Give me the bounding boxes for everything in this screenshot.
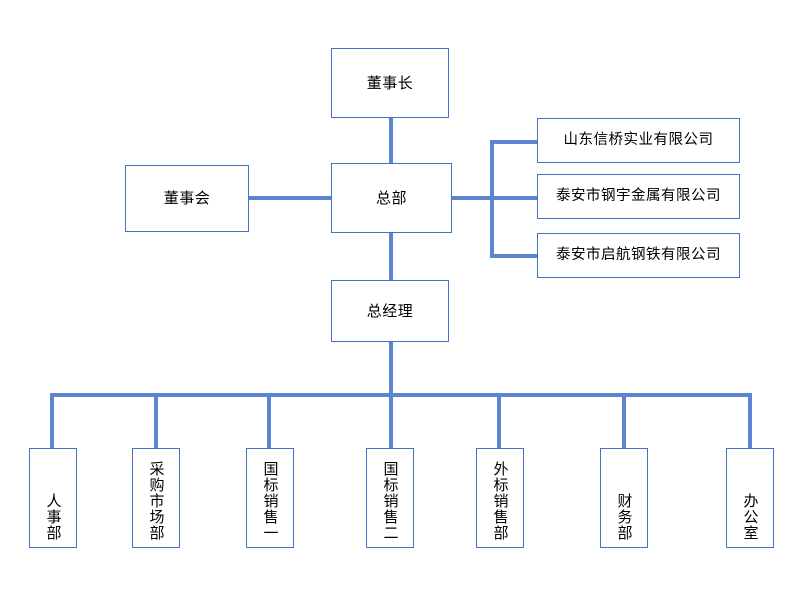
node-department-foreign-standard-sales[interactable]: 外标销售部 xyxy=(476,448,524,548)
node-department-office-label: 办公室 xyxy=(741,493,760,541)
node-department-foreign-standard-sales-label: 外标销售部 xyxy=(491,461,510,541)
node-department-hr-label: 人事部 xyxy=(44,493,63,541)
connector-department-drop-7 xyxy=(748,393,752,449)
node-department-procurement-marketing-label: 采购市场部 xyxy=(147,461,166,541)
connector-department-bus xyxy=(50,393,750,397)
connector-department-drop-5 xyxy=(497,393,501,449)
connector-subsidiary-3 xyxy=(490,254,540,258)
node-subsidiary-1-label: 山东信桥实业有限公司 xyxy=(563,131,714,148)
node-general-manager[interactable]: 总经理 xyxy=(331,280,449,342)
node-subsidiary-1[interactable]: 山东信桥实业有限公司 xyxy=(537,118,740,163)
node-subsidiary-3-label: 泰安市启航钢铁有限公司 xyxy=(556,246,721,263)
node-department-gb-sales-1[interactable]: 国标销售一 xyxy=(246,448,294,548)
node-department-procurement-marketing[interactable]: 采购市场部 xyxy=(132,448,180,548)
connector-subsidiary-2 xyxy=(490,196,540,200)
connector-headquarters-to-general-manager xyxy=(389,231,393,280)
connector-department-drop-3 xyxy=(267,393,271,449)
node-general-manager-label: 总经理 xyxy=(366,301,414,320)
connector-department-drop-6 xyxy=(622,393,626,449)
node-department-office[interactable]: 办公室 xyxy=(726,448,774,548)
connector-department-drop-2 xyxy=(154,393,158,449)
connector-department-drop-4 xyxy=(389,393,393,449)
node-board-of-directors[interactable]: 董事会 xyxy=(125,165,249,232)
connector-department-drop-1 xyxy=(50,393,54,449)
node-board-of-directors-label: 董事会 xyxy=(163,189,211,208)
node-department-finance[interactable]: 财务部 xyxy=(600,448,648,548)
node-headquarters[interactable]: 总部 xyxy=(331,163,452,233)
node-department-hr[interactable]: 人事部 xyxy=(29,448,77,548)
connector-general-manager-to-department-bus xyxy=(389,341,393,397)
node-department-gb-sales-2-label: 国标销售二 xyxy=(381,461,400,541)
connector-board-to-headquarters xyxy=(247,196,333,200)
node-chairman-label: 董事长 xyxy=(366,73,414,92)
node-department-gb-sales-1-label: 国标销售一 xyxy=(261,461,280,541)
connector-chairman-to-headquarters xyxy=(389,117,393,165)
node-department-finance-label: 财务部 xyxy=(615,493,634,541)
node-subsidiary-2[interactable]: 泰安市钢宇金属有限公司 xyxy=(537,174,740,219)
node-subsidiary-2-label: 泰安市钢宇金属有限公司 xyxy=(556,187,721,204)
node-headquarters-label: 总部 xyxy=(375,188,407,207)
node-department-gb-sales-2[interactable]: 国标销售二 xyxy=(366,448,414,548)
node-subsidiary-3[interactable]: 泰安市启航钢铁有限公司 xyxy=(537,233,740,278)
node-chairman[interactable]: 董事长 xyxy=(331,48,449,118)
connector-subsidiary-1 xyxy=(490,140,540,144)
